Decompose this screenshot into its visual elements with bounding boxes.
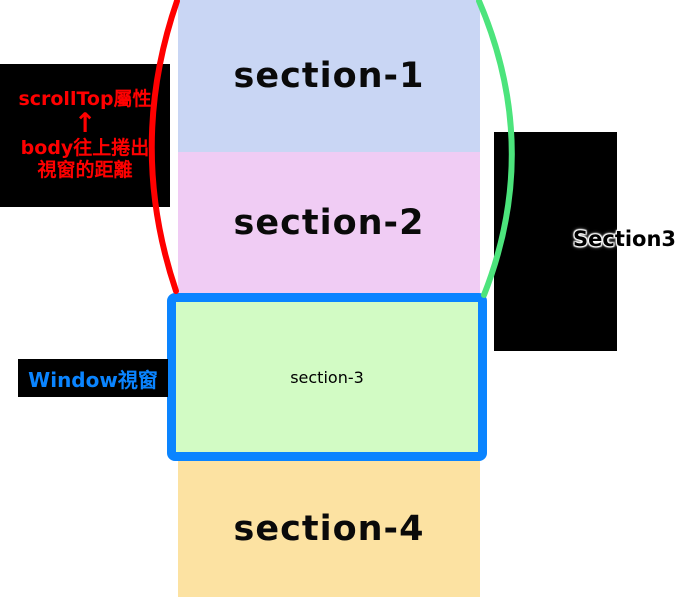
scrolltop-callout-line3: 視窗的距離 (37, 159, 133, 182)
window-viewport-frame: section-3 (167, 293, 487, 461)
section-4-box: section-4 (178, 461, 480, 597)
section-4-label: section-4 (233, 509, 425, 549)
scrolltop-callout-line2: body往上捲出 (20, 137, 150, 160)
up-arrow-icon: ↑ (73, 107, 97, 139)
scrolltop-callout-line1: scrollTop屬性 (18, 88, 152, 111)
section-1-box: section-1 (178, 0, 480, 152)
section-1-label: section-1 (233, 56, 425, 96)
section-2-box: section-2 (178, 152, 480, 293)
section-2-label: section-2 (233, 202, 425, 243)
scrolltop-callout: scrollTop屬性 ↑ body往上捲出 視窗的距離 (0, 64, 170, 207)
window-label-box: Window視窗 (18, 359, 168, 397)
window-label-text: Window視窗 (28, 367, 158, 392)
section-3-label: section-3 (290, 367, 364, 387)
right-annotation-label: Section3 (573, 227, 677, 251)
